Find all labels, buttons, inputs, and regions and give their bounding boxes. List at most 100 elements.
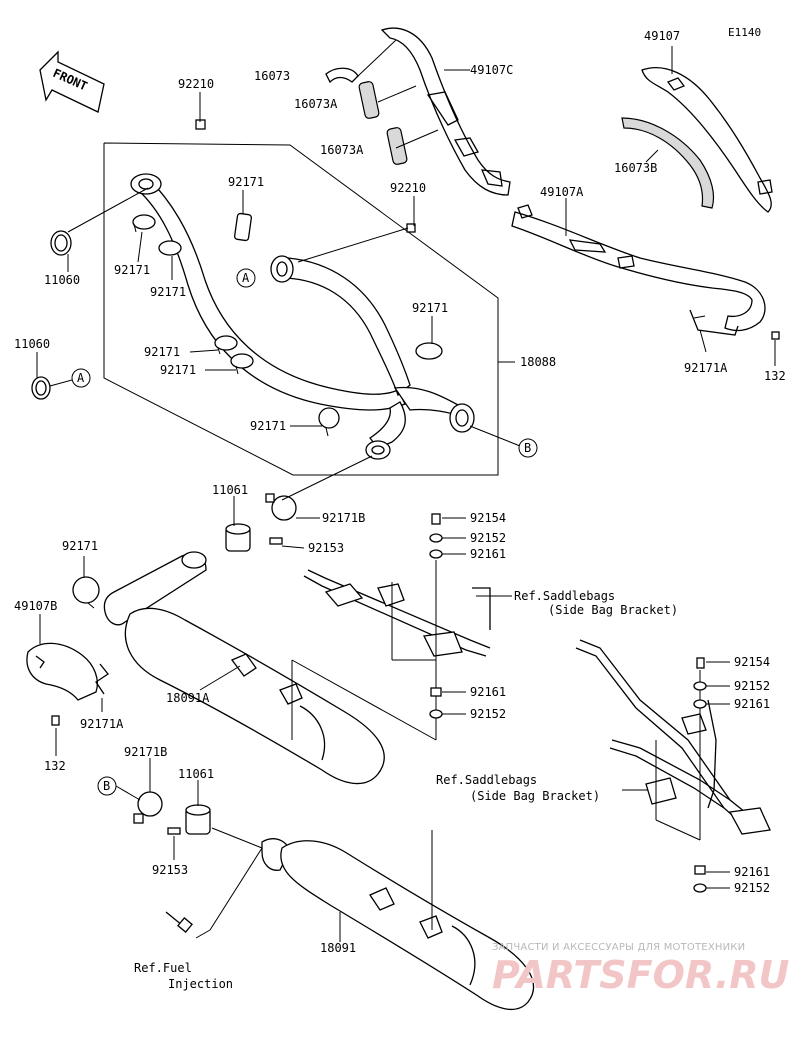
clamp-92171-d xyxy=(214,335,238,355)
label-18088: 18088 xyxy=(520,355,556,369)
label-11061-1: 11061 xyxy=(212,483,248,497)
diagram-code: E1140 xyxy=(728,26,761,39)
label-49107: 49107 xyxy=(644,29,680,43)
label-49107c: 49107C xyxy=(470,63,513,77)
bolt-92153-lower xyxy=(167,827,181,835)
label-92152-1: 92152 xyxy=(470,531,506,545)
label-92153-1: 92153 xyxy=(308,541,344,555)
rear-header-pipe xyxy=(270,255,411,397)
svg-text:B: B xyxy=(103,779,110,793)
label-92152-4: 92152 xyxy=(734,881,770,895)
label-16073: 16073 xyxy=(254,69,290,83)
callout-b-lower: B xyxy=(97,776,117,796)
ref-fuel-line2: Injection xyxy=(168,977,233,991)
ref-saddlebags-1-line2: (Side Bag Bracket) xyxy=(548,603,678,617)
label-92171b-1: 92171B xyxy=(322,511,365,525)
gasket-11060-a xyxy=(50,230,72,256)
callout-a-left: A xyxy=(71,368,91,388)
label-92171a-1: 92171A xyxy=(684,361,728,375)
strip-16073b xyxy=(621,117,715,209)
svg-text:A: A xyxy=(77,371,85,385)
side-bag-bracket-lower xyxy=(575,639,771,841)
svg-text:A: A xyxy=(242,271,250,285)
label-11061-2: 11061 xyxy=(178,767,214,781)
leader-lines xyxy=(36,39,776,942)
label-92171-4: 92171 xyxy=(144,345,180,359)
gasket-11060-b xyxy=(31,376,51,400)
heat-guard-49107b xyxy=(26,642,98,701)
label-11060-a: 11060 xyxy=(44,273,80,287)
watermark-logo: PARTSFOR.RU xyxy=(492,953,790,997)
ref-saddlebags-2-line1: Ref.Saddlebags xyxy=(436,773,537,787)
side-bag-bracket-upper xyxy=(303,560,491,700)
label-92154-2: 92154 xyxy=(734,655,770,669)
y-collector xyxy=(365,386,475,460)
ref-labels: Ref.Saddlebags (Side Bag Bracket) Ref.Sa… xyxy=(134,589,678,991)
clamp-92171b-lower xyxy=(133,791,163,824)
ref-saddlebags-1-line1: Ref.Saddlebags xyxy=(514,589,615,603)
label-92161-3: 92161 xyxy=(734,697,770,711)
ref-saddlebags-2-line2: (Side Bag Bracket) xyxy=(470,789,600,803)
label-92171-2: 92171 xyxy=(114,263,150,277)
label-92161-2: 92161 xyxy=(470,685,506,699)
clamp-92171a-right xyxy=(689,309,739,336)
label-92171-1: 92171 xyxy=(228,175,264,189)
label-18091: 18091 xyxy=(320,941,356,955)
label-92171-3: 92171 xyxy=(150,285,186,299)
label-92152-2: 92152 xyxy=(470,707,506,721)
label-18091a: 18091A xyxy=(166,691,210,705)
watermark-tagline: ЗАПЧАСТИ И АКСЕССУАРЫ ДЛЯ МОТОТЕХНИКИ xyxy=(492,942,745,953)
strip-16073a-1 xyxy=(358,81,380,119)
label-92153-2: 92153 xyxy=(152,863,188,877)
label-16073a-2: 16073A xyxy=(320,143,364,157)
label-16073a-1: 16073A xyxy=(294,97,338,111)
clamp-92171-left xyxy=(72,576,100,609)
label-92171a-2: 92171A xyxy=(80,717,124,731)
label-92210-top: 92210 xyxy=(178,77,214,91)
callout-a-upper: A xyxy=(236,268,256,288)
label-49107a: 49107A xyxy=(540,185,584,199)
label-92152-3: 92152 xyxy=(734,679,770,693)
connector-11061-lower xyxy=(185,804,211,835)
label-132-2: 132 xyxy=(44,759,66,773)
label-16073b: 16073B xyxy=(614,161,657,175)
callout-b-right: B xyxy=(518,438,538,458)
front-arrow-icon: FRONT xyxy=(39,50,105,113)
screw-132-right xyxy=(771,331,780,340)
svg-text:B: B xyxy=(524,441,531,455)
heat-guard-49107a xyxy=(511,204,766,332)
clamp-92171b-upper xyxy=(265,493,297,521)
clamp-92171-a xyxy=(132,214,156,233)
label-49107b: 49107B xyxy=(14,599,57,613)
label-92161-4: 92161 xyxy=(734,865,770,879)
label-132-1: 132 xyxy=(764,369,786,383)
label-92171-6: 92171 xyxy=(412,301,448,315)
heat-guard-49107c xyxy=(380,27,511,196)
label-92171-8: 92171 xyxy=(62,539,98,553)
ref-fuel-line1: Ref.Fuel xyxy=(134,961,192,975)
clamp-92171-c xyxy=(233,212,253,242)
clamp-92171-e xyxy=(230,353,254,375)
label-92171-7: 92171 xyxy=(250,419,286,433)
bolt-92153-upper xyxy=(269,537,283,545)
fuel-injection-sensor xyxy=(165,911,193,933)
watermark: ЗАПЧАСТИ И АКСЕССУАРЫ ДЛЯ МОТОТЕХНИКИ PA… xyxy=(492,942,790,997)
label-92171b-2: 92171B xyxy=(124,745,167,759)
clamp-92171-b xyxy=(158,240,182,256)
clamp-92171a-left xyxy=(95,663,109,695)
muffler-18091a xyxy=(103,551,437,785)
muffler-18091 xyxy=(261,830,535,1011)
label-92161-1: 92161 xyxy=(470,547,506,561)
connector-11061-upper xyxy=(225,523,251,552)
hardware-upper-stack xyxy=(429,513,443,719)
part-labels: 92210 92210 11060 11060 92171 92171 9217… xyxy=(14,29,786,955)
strip-16073a-2 xyxy=(386,127,408,165)
clamp-92171-f xyxy=(415,342,443,360)
heat-guard-49107 xyxy=(641,67,773,213)
screw-132-left xyxy=(51,715,60,726)
label-11060-b: 11060 xyxy=(14,337,50,351)
clamp-92171-g xyxy=(318,407,340,437)
label-92171-5: 92171 xyxy=(160,363,196,377)
